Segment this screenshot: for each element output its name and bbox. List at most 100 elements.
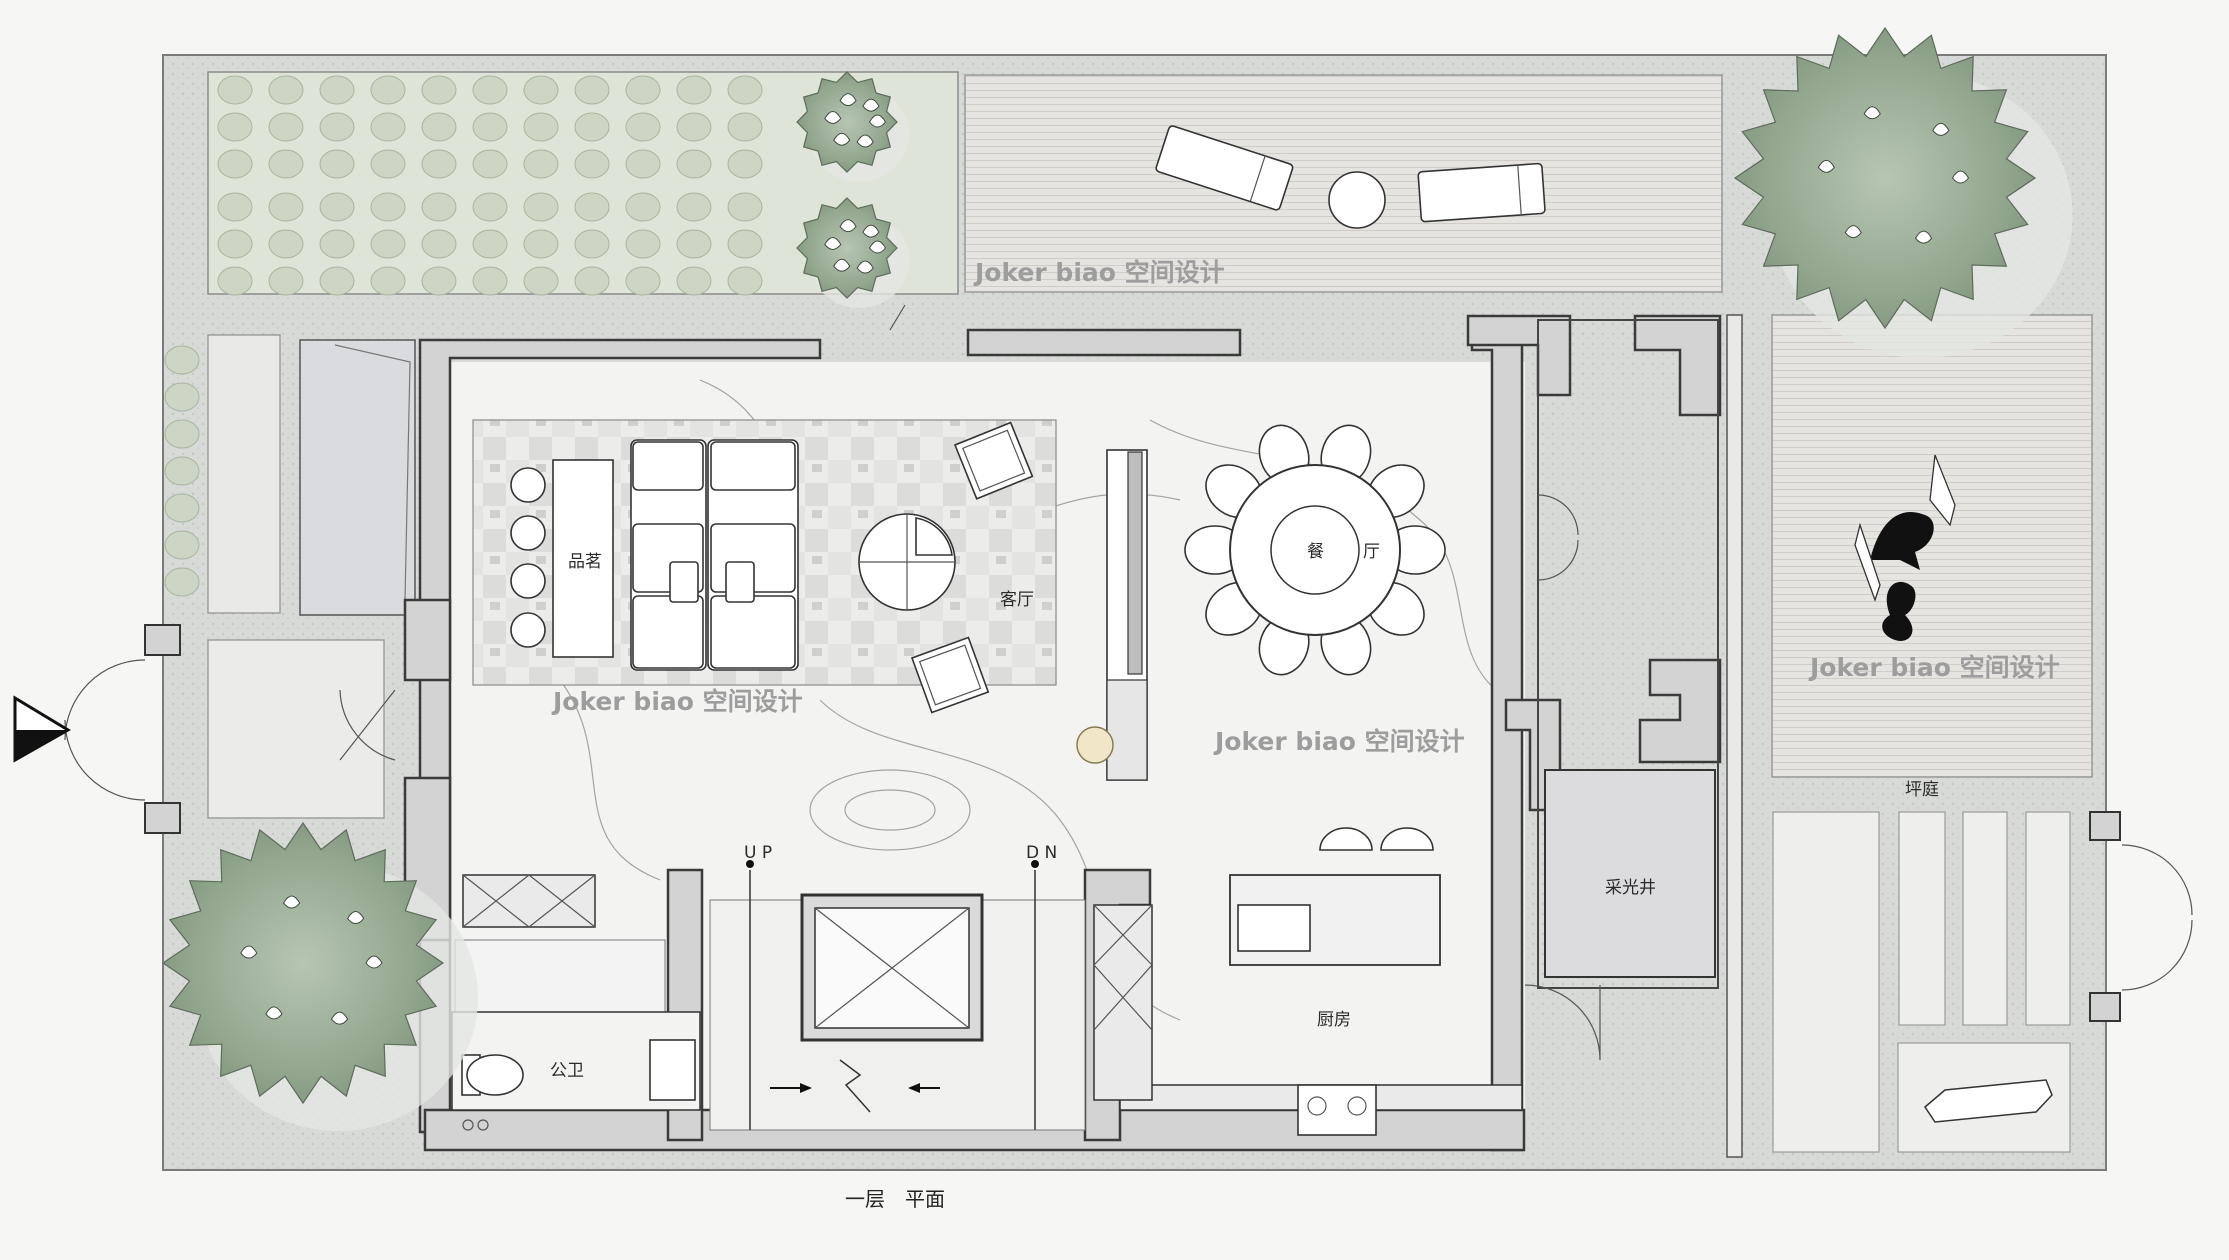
shrub xyxy=(523,112,559,142)
main-entry xyxy=(13,624,181,834)
shrub xyxy=(676,266,712,296)
shrub xyxy=(574,149,610,179)
shrub xyxy=(574,229,610,259)
sun-loungers xyxy=(1155,125,1546,229)
shrub xyxy=(319,229,355,259)
armchair-top xyxy=(953,421,1034,500)
shrub xyxy=(164,456,200,486)
shrub xyxy=(574,75,610,105)
washbasin xyxy=(649,1039,696,1101)
tree-large xyxy=(1733,26,2073,358)
watermark-courtyard: Joker biao 空间设计 xyxy=(1808,653,2060,682)
stool xyxy=(510,563,546,599)
shrub xyxy=(421,75,457,105)
shrub xyxy=(625,266,661,296)
shrub xyxy=(727,192,763,222)
shrub xyxy=(268,112,304,142)
building: 品茗 客厅 Jok xyxy=(339,304,1743,1158)
shrub xyxy=(421,192,457,222)
staircase xyxy=(709,860,1086,1131)
side-paver xyxy=(207,334,281,614)
shrub xyxy=(164,345,200,375)
bar-stool xyxy=(1380,827,1434,851)
room-label-lightwell: 采光井 xyxy=(1605,878,1656,898)
watermark-living: Joker biao 空间设计 xyxy=(551,687,803,716)
figures xyxy=(1854,454,1956,641)
side-table xyxy=(1328,171,1386,229)
shrub xyxy=(472,229,508,259)
modular-sofa xyxy=(630,439,799,671)
side-gate xyxy=(2089,811,2193,1022)
planting-bed-shrubs xyxy=(217,75,763,296)
shrub xyxy=(370,112,406,142)
cooktop xyxy=(1297,1084,1377,1136)
shrub xyxy=(217,192,253,222)
person-figure xyxy=(1882,581,1916,641)
shrub xyxy=(370,149,406,179)
room-label-courtyard: 坪庭 xyxy=(1905,780,1939,800)
shrub xyxy=(523,149,559,179)
coffee-table xyxy=(858,513,956,611)
entry-landing xyxy=(207,639,385,819)
shrub xyxy=(217,266,253,296)
shrub xyxy=(319,112,355,142)
lounger-right xyxy=(1417,162,1546,223)
shrub xyxy=(319,149,355,179)
tree-small xyxy=(796,197,910,308)
toilet-room xyxy=(451,1011,701,1131)
shrub xyxy=(217,75,253,105)
shrub xyxy=(523,266,559,296)
shrub xyxy=(164,530,200,560)
shrub xyxy=(727,266,763,296)
partition-shelf xyxy=(1076,449,1148,781)
shrub xyxy=(676,75,712,105)
shrub xyxy=(523,229,559,259)
shrub xyxy=(727,149,763,179)
shrub xyxy=(268,149,304,179)
kitchen-island xyxy=(1229,827,1441,966)
courtyard-deck xyxy=(1771,314,2093,778)
person-figure xyxy=(1870,512,1934,570)
stone-bench xyxy=(1924,1079,2053,1123)
shrub xyxy=(319,192,355,222)
shrub xyxy=(370,75,406,105)
entry-glass-roof xyxy=(299,339,416,616)
shrub xyxy=(676,192,712,222)
shrub xyxy=(727,112,763,142)
shrub xyxy=(472,112,508,142)
watermark-dining: Joker biao 空间设计 xyxy=(1213,727,1465,756)
plant-pot xyxy=(1076,726,1114,764)
tea-table xyxy=(552,459,614,658)
doors xyxy=(339,304,1601,1061)
trees xyxy=(161,26,2073,1131)
shrub xyxy=(676,229,712,259)
bar-stool xyxy=(1319,827,1373,851)
shrub xyxy=(421,149,457,179)
shrub xyxy=(319,75,355,105)
shrub xyxy=(217,112,253,142)
shrub xyxy=(370,266,406,296)
room-label-toilet: 公卫 xyxy=(550,1061,584,1081)
stair-down-label: D N xyxy=(1026,843,1057,863)
shrub xyxy=(625,229,661,259)
shrub xyxy=(164,419,200,449)
shrub xyxy=(472,192,508,222)
shrub xyxy=(370,192,406,222)
shrub xyxy=(268,75,304,105)
shrub xyxy=(625,192,661,222)
shrub xyxy=(727,229,763,259)
stool xyxy=(510,612,546,648)
shrub xyxy=(268,266,304,296)
shrub xyxy=(421,266,457,296)
stool xyxy=(510,467,546,503)
shrub xyxy=(727,75,763,105)
shrub xyxy=(164,382,200,412)
watermark-top: Joker biao 空间设计 xyxy=(973,258,1225,287)
shrub xyxy=(164,567,200,597)
shrub xyxy=(217,149,253,179)
shrub xyxy=(217,229,253,259)
shrub xyxy=(523,75,559,105)
tea-area: 品茗 xyxy=(510,459,614,658)
shrub xyxy=(472,149,508,179)
